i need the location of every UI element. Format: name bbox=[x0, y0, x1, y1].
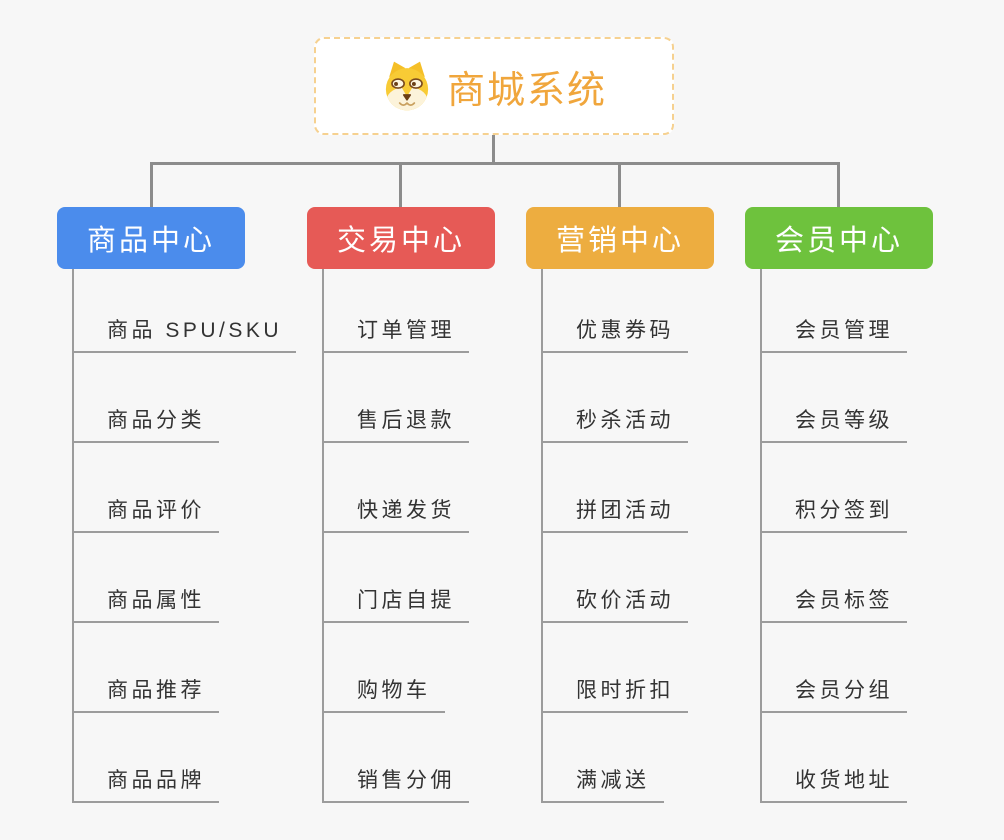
child-node-label: 订单管理 bbox=[324, 314, 469, 353]
child-node[interactable]: 限时折扣 bbox=[543, 623, 714, 713]
child-node[interactable]: 门店自提 bbox=[324, 533, 495, 623]
branch-node[interactable]: 交易中心 bbox=[307, 207, 495, 269]
child-node[interactable]: 购物车 bbox=[324, 623, 495, 713]
root-node[interactable]: 商城系统 bbox=[314, 37, 674, 135]
child-node[interactable]: 满减送 bbox=[543, 713, 714, 803]
child-node-label: 商品属性 bbox=[74, 584, 219, 623]
branch-column: 交易中心 订单管理售后退款快递发货门店自提购物车销售分佣 bbox=[307, 207, 495, 803]
root-node-title: 商城系统 bbox=[446, 69, 607, 112]
child-node-label: 商品分类 bbox=[74, 404, 219, 443]
child-node[interactable]: 商品属性 bbox=[74, 533, 296, 623]
child-node-label: 快递发货 bbox=[324, 494, 469, 533]
child-node[interactable]: 快递发货 bbox=[324, 443, 495, 533]
child-node-label: 会员标签 bbox=[762, 584, 907, 623]
child-node-label: 砍价活动 bbox=[543, 584, 688, 623]
child-node[interactable]: 拼团活动 bbox=[543, 443, 714, 533]
child-node-label: 限时折扣 bbox=[543, 674, 688, 713]
branch-connector-stub bbox=[618, 164, 621, 207]
branch-children: 会员管理会员等级积分签到会员标签会员分组收货地址 bbox=[760, 269, 933, 803]
child-node[interactable]: 会员管理 bbox=[762, 269, 933, 353]
child-node[interactable]: 秒杀活动 bbox=[543, 353, 714, 443]
branch-children: 订单管理售后退款快递发货门店自提购物车销售分佣 bbox=[322, 269, 495, 803]
branch-children: 优惠券码秒杀活动拼团活动砍价活动限时折扣满减送 bbox=[541, 269, 714, 803]
child-node-label: 秒杀活动 bbox=[543, 404, 688, 443]
child-node[interactable]: 收货地址 bbox=[762, 713, 933, 803]
branch-column: 会员中心 会员管理会员等级积分签到会员标签会员分组收货地址 bbox=[745, 207, 933, 803]
child-node[interactable]: 商品品牌 bbox=[74, 713, 296, 803]
child-node-label: 收货地址 bbox=[762, 764, 907, 803]
child-node[interactable]: 优惠券码 bbox=[543, 269, 714, 353]
child-node[interactable]: 商品 SPU/SKU bbox=[74, 269, 297, 353]
child-node[interactable]: 商品评价 bbox=[74, 443, 296, 533]
child-node[interactable]: 销售分佣 bbox=[324, 713, 495, 803]
branch-connector-bar bbox=[150, 162, 840, 165]
branch-connector-stub bbox=[837, 164, 840, 207]
branch-children: 商品 SPU/SKU 商品分类商品评价商品属性商品推荐商品品牌 bbox=[72, 269, 297, 803]
child-node-label: 商品评价 bbox=[74, 494, 219, 533]
child-node[interactable]: 商品推荐 bbox=[74, 623, 296, 713]
branch-connector-stub bbox=[399, 164, 402, 207]
child-node-label: 会员分组 bbox=[762, 674, 907, 713]
child-node[interactable]: 砍价活动 bbox=[543, 533, 714, 623]
child-node[interactable]: 商品分类 bbox=[74, 353, 296, 443]
root-connector-line bbox=[492, 133, 495, 163]
child-node-label: 购物车 bbox=[324, 674, 445, 713]
child-node[interactable]: 售后退款 bbox=[324, 353, 495, 443]
child-node-label: 门店自提 bbox=[324, 584, 469, 623]
child-node[interactable]: 积分签到 bbox=[762, 443, 933, 533]
branch-node[interactable]: 商品中心 bbox=[57, 207, 245, 269]
branch-connector-stub bbox=[150, 164, 153, 207]
child-node-label: 优惠券码 bbox=[543, 314, 688, 353]
child-node-label: 商品品牌 bbox=[74, 764, 219, 803]
child-node-label: 会员等级 bbox=[762, 404, 907, 443]
child-node-label: 积分签到 bbox=[762, 494, 907, 533]
branch-node[interactable]: 营销中心 bbox=[526, 207, 714, 269]
child-node[interactable]: 订单管理 bbox=[324, 269, 495, 353]
child-node-label: 会员管理 bbox=[762, 314, 907, 353]
child-node[interactable]: 会员标签 bbox=[762, 533, 933, 623]
child-node-label: 销售分佣 bbox=[324, 764, 469, 803]
child-node-label: 商品推荐 bbox=[74, 674, 219, 713]
child-node-label: 拼团活动 bbox=[543, 494, 688, 533]
child-node-label: 商品 SPU/SKU bbox=[74, 314, 297, 353]
branch-column: 商品中心 商品 SPU/SKU 商品分类商品评价商品属性商品推荐商品品牌 bbox=[57, 207, 297, 803]
child-node[interactable]: 会员等级 bbox=[762, 353, 933, 443]
child-node-label: 满减送 bbox=[543, 764, 664, 803]
child-node-label: 售后退款 bbox=[324, 404, 469, 443]
dog-face-icon bbox=[381, 60, 433, 112]
branch-column: 营销中心 优惠券码秒杀活动拼团活动砍价活动限时折扣满减送 bbox=[526, 207, 714, 803]
branch-node[interactable]: 会员中心 bbox=[745, 207, 933, 269]
child-node[interactable]: 会员分组 bbox=[762, 623, 933, 713]
